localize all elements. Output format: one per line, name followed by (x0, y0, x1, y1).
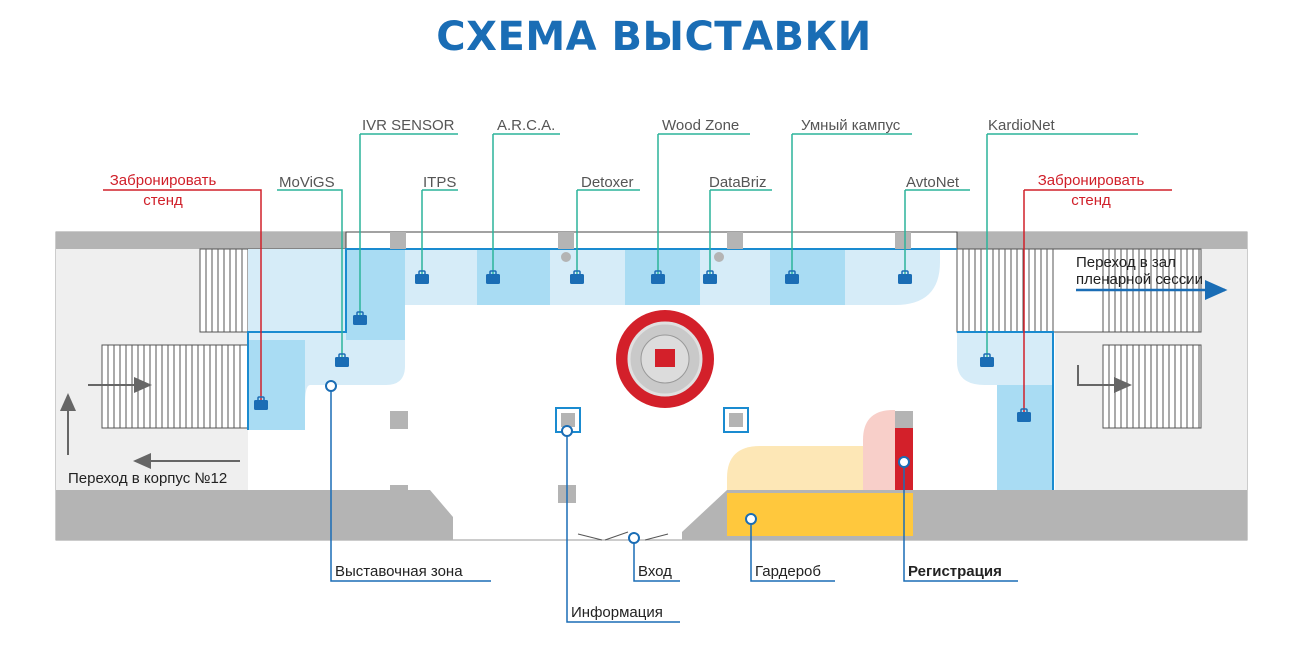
label-detoxer: Detoxer (581, 174, 634, 191)
label-kardionet: KardioNet (988, 117, 1056, 134)
bottom-leader-lines (330, 390, 1018, 623)
label-smart-campus: Умный кампус (801, 117, 901, 134)
label-information: Информация (571, 604, 663, 621)
wardrobe-area (727, 446, 913, 536)
label-leader-lines (103, 133, 1172, 412)
book-stand-left-line1[interactable]: Забронировать (110, 172, 217, 189)
page-title: СХЕМА ВЫСТАВКИ (436, 14, 872, 60)
label-wood-zone: Wood Zone (662, 117, 739, 134)
label-ivr-sensor: IVR SENSOR (362, 117, 455, 134)
passage-arrows (60, 280, 1228, 469)
passage-building-label: Переход в корпус №12 (68, 470, 227, 487)
book-stand-right-line1[interactable]: Забронировать (1038, 172, 1145, 189)
book-stand-right-line2[interactable]: стенд (1071, 192, 1111, 209)
passage-labels: Переход в зал пленарной сессии Переход в… (68, 254, 1203, 487)
legend-labels: Выставочная зона Информация Вход Гардеро… (335, 563, 1002, 621)
passage-plenary-line1: Переход в зал (1076, 254, 1176, 271)
label-exhibit-zone: Выставочная зона (335, 563, 463, 580)
label-entrance: Вход (638, 563, 672, 580)
label-databriz: DataBriz (709, 174, 767, 191)
book-stand-left-line2[interactable]: стенд (143, 192, 183, 209)
label-movigs: MoViGS (279, 174, 335, 191)
label-arca: A.R.C.A. (497, 117, 555, 134)
passage-plenary-line2: пленарной сессии (1076, 271, 1203, 288)
label-wardrobe: Гардероб (755, 563, 821, 580)
location-markers (325, 380, 910, 544)
label-registration: Регистрация (908, 563, 1002, 580)
label-itps: ITPS (423, 174, 456, 191)
entrance-doors (577, 531, 669, 541)
center-logo-emblem (616, 310, 714, 408)
stand-labels: IVR SENSOR A.R.C.A. Wood Zone Умный камп… (110, 117, 1145, 209)
label-avtonet: AvtoNet (906, 174, 960, 191)
